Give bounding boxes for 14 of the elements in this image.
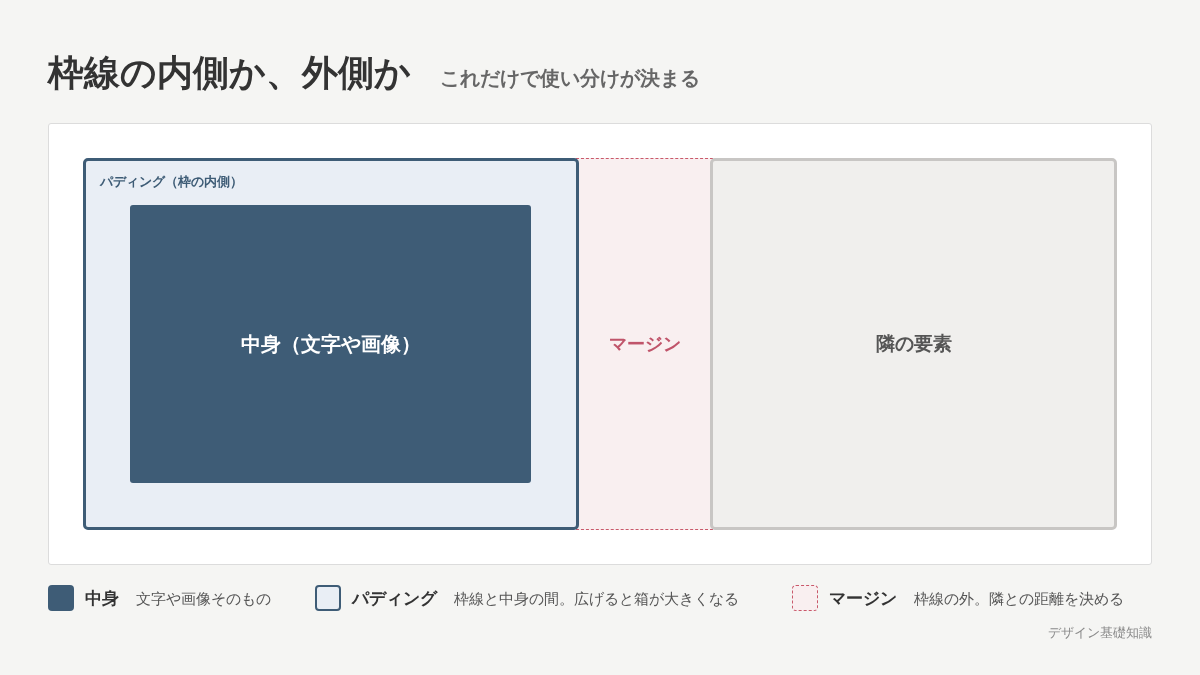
content-box (130, 205, 531, 483)
content-label: 中身（文字や画像） (239, 330, 422, 358)
margin-area (576, 158, 713, 530)
legend-text: 中身 文字や画像そのもの (85, 587, 271, 609)
neighbor-box (710, 158, 1117, 530)
title: 枠線の内側か、外側か (48, 51, 411, 95)
margin-label: マージン (607, 332, 682, 356)
legend-text: パディング 枠線と中身の間。広げると箱が大きくなる (352, 587, 739, 609)
neighbor-label: 隣の要素 (874, 331, 953, 356)
padding-box (83, 158, 579, 530)
subtitle: これだけで使い分けが決まる (440, 65, 700, 92)
legend-text: マージン 枠線の外。隣との距離を決める (829, 587, 1124, 609)
padding-label: パディング（枠の内側） (100, 173, 243, 191)
footer-credit: デザイン基礎知識 (1048, 624, 1152, 642)
